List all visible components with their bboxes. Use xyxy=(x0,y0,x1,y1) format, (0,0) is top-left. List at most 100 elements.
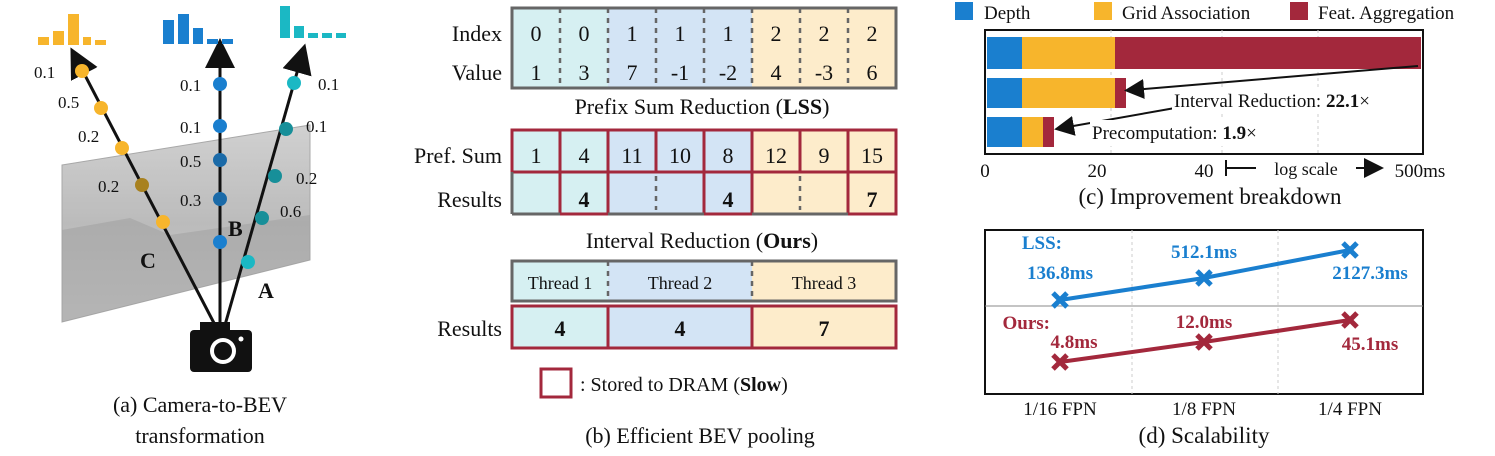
caption-a-line2: transformation xyxy=(135,423,265,448)
value-cell-4: -2 xyxy=(719,60,737,85)
legend-grid: Grid Association xyxy=(1122,3,1251,24)
ours-marker-0 xyxy=(1051,353,1069,371)
prob-mid-1: 0.1 xyxy=(180,76,201,95)
prob-left-2: 0.5 xyxy=(58,93,79,112)
index-cell-5: 2 xyxy=(771,21,782,46)
prob-right-4: 0.6 xyxy=(280,202,301,221)
bar-pre-feat xyxy=(1043,117,1054,147)
index-value-separators xyxy=(558,8,850,88)
dot-left-5 xyxy=(156,215,170,229)
bar-lss-grid xyxy=(1022,37,1115,69)
prefsum-row-label: Pref. Sum xyxy=(414,143,502,168)
ray-right xyxy=(223,43,312,326)
bar-pre-grid xyxy=(1022,117,1043,147)
dot-right-1 xyxy=(287,76,301,90)
value-cell-5: 4 xyxy=(771,60,782,85)
lss-value-1: 512.1ms xyxy=(1171,242,1237,263)
prefsum-cell-1: 4 xyxy=(579,143,590,168)
ours-value-1: 12.0ms xyxy=(1176,312,1232,333)
prefsum-cell-7: 15 xyxy=(861,143,883,168)
label-c: C xyxy=(140,248,156,273)
ours-value-2: 45.1ms xyxy=(1342,334,1398,355)
lss-results-row-label: Results xyxy=(437,187,502,212)
ours-marker-2 xyxy=(1341,311,1359,329)
camera-icon xyxy=(190,322,252,372)
dot-mid-1 xyxy=(213,77,227,91)
index-cell-3: 1 xyxy=(675,21,686,46)
index-cell-1: 0 xyxy=(579,21,590,46)
panel-c: Depth Grid Association Feat. Aggregation xyxy=(955,2,1455,209)
histogram-left xyxy=(38,14,106,45)
prefsum-cell-5: 12 xyxy=(765,143,787,168)
caption-c: (c) Improvement breakdown xyxy=(1078,184,1342,209)
ours-series-label: Ours: xyxy=(1003,313,1051,334)
index-cell-0: 0 xyxy=(531,21,542,46)
lss-value-0: 136.8ms xyxy=(1027,263,1093,284)
ours-result-cell-2 xyxy=(606,304,754,350)
tick-d-2: 1/4 FPN xyxy=(1318,399,1382,420)
threads-row xyxy=(510,259,898,303)
annotation2-bg xyxy=(1090,120,1240,146)
lss-result-cell-1: 4 xyxy=(579,187,590,212)
value-cell-3: -1 xyxy=(671,60,689,85)
lss-value-2: 2127.3ms xyxy=(1332,263,1407,284)
dot-left-4 xyxy=(135,178,149,192)
annotation-interval: Interval Reduction: 22.1× xyxy=(1174,91,1370,112)
prob-left-4: 0.2 xyxy=(98,177,119,196)
legend-grid-swatch xyxy=(1094,2,1112,20)
dot-right-5 xyxy=(241,255,255,269)
tick-d-1: 1/8 FPN xyxy=(1172,399,1236,420)
dot-left-2 xyxy=(94,101,108,115)
bar-interval xyxy=(987,78,1126,108)
prob-left-3: 0.2 xyxy=(78,127,99,146)
ours-marker-1 xyxy=(1195,333,1213,351)
annotation-precompute: Precomputation: 1.9× xyxy=(1092,123,1257,144)
value-cell-6: -3 xyxy=(815,60,833,85)
ours-results-row-label: Results xyxy=(437,316,502,341)
prefsum-cell-6: 9 xyxy=(819,143,830,168)
prefsum-cell-4: 8 xyxy=(723,143,734,168)
tick-c-1: 20 xyxy=(1088,161,1107,182)
lss-marker-1 xyxy=(1195,269,1213,287)
bar-pre-depth xyxy=(987,117,1022,147)
legend-feat-swatch xyxy=(1290,2,1308,20)
histogram-middle xyxy=(163,14,233,44)
lss-series-label: LSS: xyxy=(1022,233,1062,254)
prob-right-3: 0.2 xyxy=(296,169,317,188)
index-cell-6: 2 xyxy=(819,21,830,46)
prob-mid-4: 0.3 xyxy=(180,191,201,210)
dot-right-4 xyxy=(255,211,269,225)
prefsum-red-cells xyxy=(510,128,898,216)
ours-result-cell-3 xyxy=(750,304,898,350)
dot-mid-5 xyxy=(213,235,227,249)
bar-interval-feat xyxy=(1115,78,1126,108)
dot-mid-3 xyxy=(213,153,227,167)
legend-depth: Depth xyxy=(984,3,1031,24)
thread-3: Thread 3 xyxy=(792,273,856,293)
bar-precompute xyxy=(987,117,1054,147)
series-markers xyxy=(1051,241,1359,371)
value-row-label: Value xyxy=(452,60,502,85)
ours-result-2: 4 xyxy=(675,316,686,341)
lss-marker-2 xyxy=(1341,241,1359,259)
index-cell-2: 1 xyxy=(627,21,638,46)
prefsum-cell-0: 1 xyxy=(531,143,542,168)
arrow-precompute xyxy=(1054,107,1176,136)
results-grey-borders xyxy=(510,172,848,216)
panel-a: 0.1 0.5 0.2 0.2 0.1 0.1 0.5 0.3 0.1 0.1 … xyxy=(34,6,346,448)
bar-lss-feat xyxy=(1115,37,1421,69)
caption-a-line1: (a) Camera-to-BEV xyxy=(113,392,287,417)
histogram-right xyxy=(280,6,346,38)
dot-left-3 xyxy=(115,141,129,155)
panel-d: LSS: 136.8ms 512.1ms 2127.3ms Ours: 4.8m… xyxy=(984,229,1424,448)
prob-left-1: 0.1 xyxy=(34,63,55,82)
lss-result-cell-7: 7 xyxy=(867,187,878,212)
ours-result-cell-1 xyxy=(510,304,610,350)
value-cell-0: 1 xyxy=(531,60,542,85)
dot-left-1 xyxy=(75,64,89,78)
label-b: B xyxy=(228,216,243,241)
scalability-axes xyxy=(984,229,1424,395)
ours-result-3: 7 xyxy=(819,316,830,341)
